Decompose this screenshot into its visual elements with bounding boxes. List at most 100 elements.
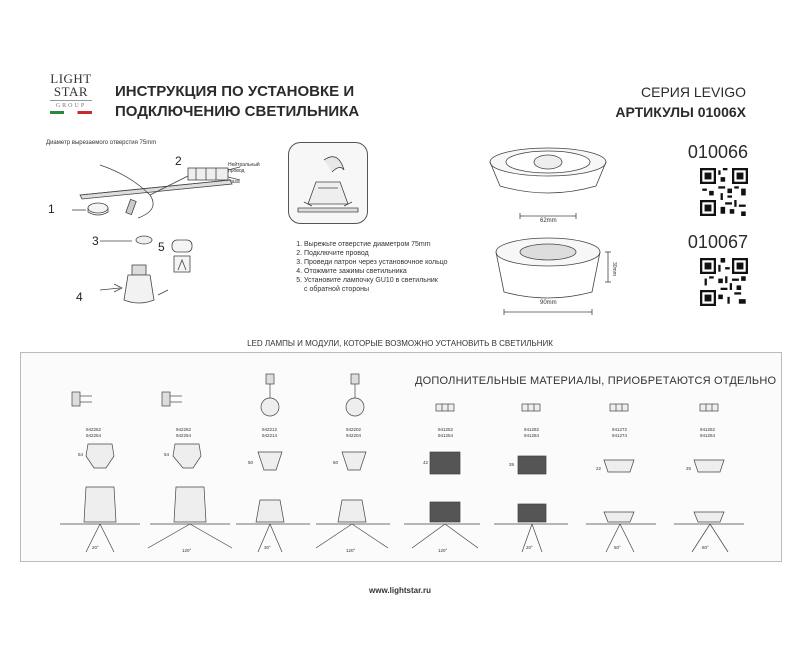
beam-angle-3: 30° <box>264 545 271 550</box>
module-icon <box>693 459 725 473</box>
lamp-code-6a: 941282 <box>524 427 540 432</box>
lamp-height-7: 22 <box>596 466 602 471</box>
beam-angle-1: 20° <box>92 545 99 550</box>
cutout-diameter-label: Диаметр вырезаемого отверстия 75mm <box>46 140 157 146</box>
dimension-bottom: 90mm <box>540 300 557 306</box>
website-link[interactable]: www.lightstar.ru <box>369 586 431 595</box>
lamp-code-3a: 942212 <box>262 427 278 432</box>
socket-icon <box>260 373 280 417</box>
fixture-icon <box>147 486 233 549</box>
step-5-continued: с обратной стороны <box>304 286 370 293</box>
lamp-code-4a: 942202 <box>346 427 362 432</box>
beam-angle-5: 120° <box>438 548 448 553</box>
series-block: СЕРИЯ LEVIGO АРТИКУЛЫ 01006X <box>615 82 746 122</box>
module-icon <box>517 455 547 475</box>
lamp-icon <box>85 443 115 469</box>
lamp-code-2b: 942254 <box>176 432 192 438</box>
lamp-icon <box>172 443 202 469</box>
step-2: Подключите провод <box>304 249 448 258</box>
beam-angle-2: 120° <box>182 548 192 553</box>
brand-line-3: GROUP <box>50 100 92 109</box>
lamp-code-8b: 941264 <box>700 432 716 438</box>
fixture-icon <box>674 511 744 553</box>
italian-flag-stripe <box>50 111 92 114</box>
lamp-height-3: 50 <box>248 460 254 465</box>
connector-icon <box>609 403 629 412</box>
article-number-1: 010066 <box>687 142 748 162</box>
phase-wire-label: Фаза <box>228 179 240 185</box>
qr-code-icon <box>700 168 748 216</box>
lamp-code-3b: 942214 <box>262 432 278 438</box>
installation-steps: Вырежьте отверстие диаметром 75mm Подклю… <box>290 240 448 294</box>
title-line-2: ПОДКЛЮЧЕНИЮ СВЕТИЛЬНИКА <box>115 103 360 120</box>
module-icon <box>429 451 461 475</box>
beam-angle-4: 120° <box>346 548 356 553</box>
lamps-section-title: LED ЛАМПЫ И МОДУЛИ, КОТОРЫЕ ВОЗМОЖНО УСТ… <box>247 339 553 348</box>
callout-3: 3 <box>92 234 99 248</box>
lamp-code-8a: 941262 <box>700 427 716 432</box>
articles-label: АРТИКУЛЫ 01006X <box>615 104 746 120</box>
lamps-drawings <box>60 373 744 553</box>
product-drawings <box>489 147 611 315</box>
brand-line-1: LIGHT <box>50 71 92 86</box>
callout-2: 2 <box>175 154 182 168</box>
lamp-code-5a: 941252 <box>438 427 454 432</box>
step-illustration <box>288 142 368 224</box>
fixture-icon <box>586 511 656 553</box>
fixture-icon <box>494 503 568 553</box>
fixture-icon <box>60 486 140 553</box>
step-4: Отожмите зажимы светильника <box>304 267 448 276</box>
step-3: Проведи патрон через установочное кольцо <box>304 258 448 267</box>
step-5: Установите лампочку GU10 в светильник <box>304 276 448 285</box>
neutral-wire-label-2: провод <box>228 168 245 174</box>
lamp-code-7b: 941274 <box>612 432 628 438</box>
callout-4: 4 <box>76 290 83 304</box>
qr-code-icon <box>700 258 748 306</box>
socket-icon <box>345 373 365 417</box>
lamp-code-2a: 942252 <box>176 427 192 432</box>
socket-icon <box>161 391 182 407</box>
brand-line-2: STAR <box>53 84 89 99</box>
fixture-icon <box>404 501 480 549</box>
additional-materials-label: ДОПОЛНИТЕЛЬНЫЕ МАТЕРИАЛЫ, ПРИОБРЕТАЮТСЯ … <box>415 375 777 387</box>
lamps-panel <box>20 352 782 562</box>
lamp-icon <box>257 451 283 471</box>
series-name: СЕРИЯ LEVIGO <box>641 84 746 100</box>
lamp-code-5b: 941254 <box>438 432 454 438</box>
lamp-code-1a: 942262 <box>86 427 102 432</box>
callout-5: 5 <box>158 240 165 254</box>
step-1: Вырежьте отверстие диаметром 75mm <box>304 240 448 249</box>
lamp-height-2: 54 <box>164 452 170 457</box>
socket-icon <box>71 391 92 407</box>
dimension-side: 30mm <box>611 262 617 276</box>
fixture-icon <box>315 499 390 549</box>
connector-icon <box>699 403 719 412</box>
neutral-wire-label-1: Нейтральный <box>228 162 260 168</box>
module-icon <box>603 459 635 473</box>
lamp-code-4b: 942204 <box>346 432 362 438</box>
article-number-2: 010067 <box>687 232 748 252</box>
beam-angle-8: 60° <box>702 545 709 550</box>
brand-logo: LIGHT STAR GROUP <box>50 72 92 126</box>
lamp-code-1b: 942264 <box>86 432 102 438</box>
lamp-height-6: 39 <box>509 462 515 467</box>
lamp-height-1: 54 <box>78 452 84 457</box>
title-line-1: ИНСТРУКЦИЯ ПО УСТАНОВКЕ И <box>115 83 355 100</box>
lamp-code-6b: 941284 <box>524 432 540 438</box>
lamp-height-5: 42 <box>423 460 429 465</box>
page-title: ИНСТРУКЦИЯ ПО УСТАНОВКЕ И ПОДКЛЮЧЕНИЮ СВ… <box>115 82 359 122</box>
connector-icon <box>435 403 455 412</box>
beam-angle-7: 50° <box>614 545 621 550</box>
beam-angle-6: 20° <box>526 545 533 550</box>
lamp-height-4: 50 <box>333 460 339 465</box>
lamp-height-8: 25 <box>686 466 692 471</box>
dimension-top: 62mm <box>540 218 557 224</box>
